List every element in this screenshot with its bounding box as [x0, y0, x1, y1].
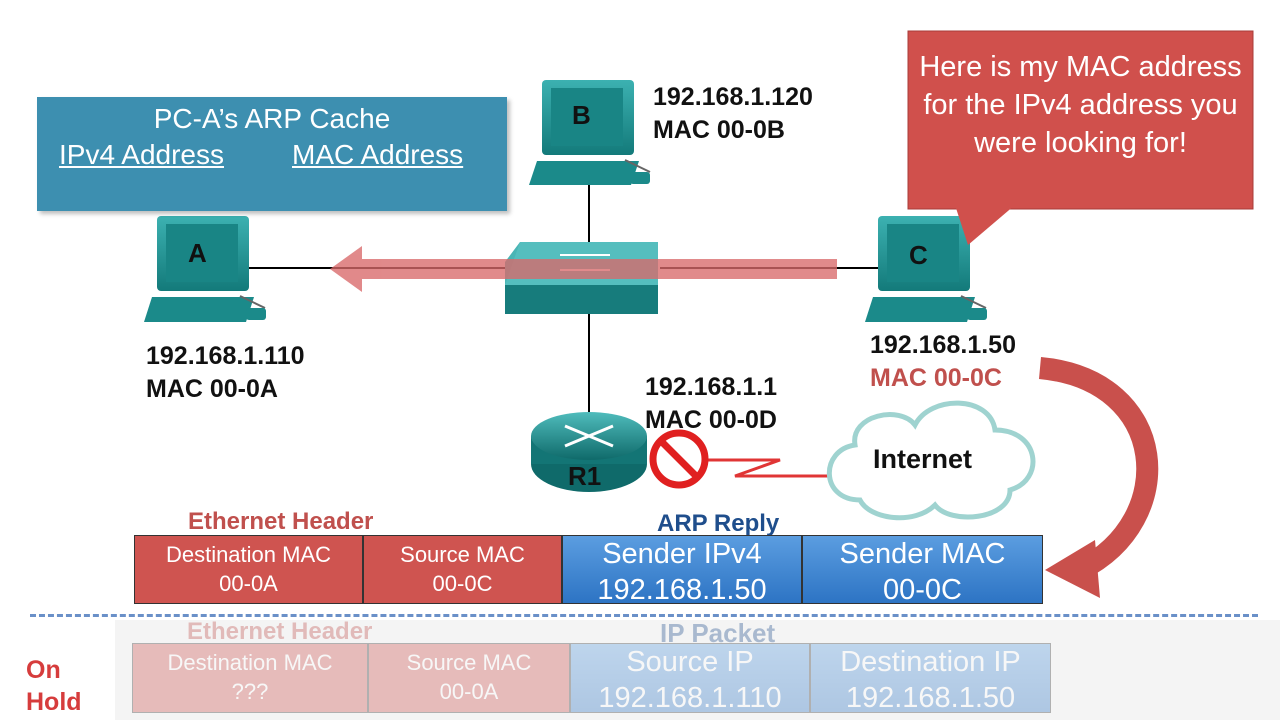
- frame-sender-mac-cell: Sender MAC 00-0C: [802, 535, 1043, 606]
- hold-src-mac-cell: Source MAC 00-0A: [368, 643, 570, 713]
- arp-cache-col-mac: MAC Address: [292, 139, 464, 170]
- internet-label: Internet: [873, 444, 973, 474]
- pc-c-icon: [865, 216, 987, 322]
- frame-src-mac-value: 00-0C: [432, 571, 493, 596]
- hold-src-ip-label: Source IP: [626, 646, 754, 678]
- serial-link: [700, 458, 830, 478]
- arp-cache-box: PC-A’s ARP Cache IPv4 Address MAC Addres…: [37, 97, 507, 211]
- frame-sender-mac-value: 00-0C: [883, 574, 962, 606]
- eth-header-title: Ethernet Header: [188, 508, 374, 535]
- frame-dest-mac-value: 00-0A: [219, 571, 278, 596]
- frame-sender-ipv4-value: 192.168.1.50: [597, 574, 767, 606]
- callout-text: Here is my MAC address for the IPv4 addr…: [919, 51, 1242, 159]
- arp-reply-arrow: [330, 246, 837, 292]
- hold-ip-packet-title: IP Packet: [660, 618, 776, 648]
- pc-b-ip: 192.168.1.120: [653, 83, 813, 111]
- hold-dst-ip-label: Destination IP: [840, 646, 1021, 678]
- on-hold-line1: On: [26, 656, 61, 684]
- hold-src-ip-value: 192.168.1.110: [598, 682, 782, 714]
- hold-src-ip-cell: Source IP 192.168.1.110: [570, 643, 810, 714]
- separator-dashed: [30, 614, 1258, 617]
- pc-a-mac: MAC 00-0A: [146, 375, 278, 403]
- hold-src-mac-value: 00-0A: [439, 679, 499, 704]
- frame-src-mac-label: Source MAC: [400, 542, 525, 567]
- frame-dest-mac-cell: Destination MAC 00-0A: [134, 535, 363, 604]
- hold-eth-header-title: Ethernet Header: [187, 618, 373, 645]
- hold-dest-mac-cell: Destination MAC ???: [132, 643, 368, 713]
- on-hold-backdrop: [115, 620, 1280, 720]
- pc-a-ip: 192.168.1.110: [146, 342, 305, 370]
- hold-dest-mac-value: ???: [231, 679, 269, 704]
- pc-a-icon: [144, 216, 266, 322]
- hold-dst-ip-cell: Destination IP 192.168.1.50: [810, 643, 1051, 714]
- hold-dest-mac-label: Destination MAC: [167, 650, 333, 675]
- router-r1-icon: [531, 412, 647, 492]
- frame-sender-mac-label: Sender MAC: [839, 538, 1006, 570]
- frame-sender-ipv4-cell: Sender IPv4 192.168.1.50: [562, 535, 802, 606]
- router-ip: 192.168.1.1: [645, 373, 778, 401]
- frame-src-mac-cell: Source MAC 00-0C: [363, 535, 562, 604]
- pc-b-icon: [529, 80, 651, 185]
- arp-cache-title: PC-A’s ARP Cache: [153, 103, 391, 134]
- hold-dst-ip-value: 192.168.1.50: [845, 682, 1016, 714]
- pc-b-mac: MAC 00-0B: [653, 116, 785, 144]
- pc-c-ip: 192.168.1.50: [870, 331, 1016, 359]
- router-mac: MAC 00-0D: [645, 406, 777, 434]
- blocked-icon: [649, 429, 709, 489]
- pc-a-label: A: [188, 238, 207, 268]
- arp-reply-title: ARP Reply: [657, 510, 780, 537]
- hold-src-mac-label: Source MAC: [406, 650, 532, 675]
- internet-cloud-icon: [826, 400, 1036, 521]
- on-hold-label: On Hold: [26, 654, 82, 718]
- frame-sender-ipv4-label: Sender IPv4: [602, 538, 762, 570]
- frame-dest-mac-label: Destination MAC: [165, 542, 332, 567]
- on-hold-line2: Hold: [26, 688, 82, 716]
- arp-cache-col-ipv4: IPv4 Address: [59, 139, 224, 170]
- callout-bubble: [907, 30, 1254, 245]
- router-label: R1: [568, 461, 602, 491]
- curved-arrow-to-frame: [1038, 357, 1159, 580]
- pc-c-label: C: [909, 240, 928, 270]
- pc-b-label: B: [572, 100, 591, 130]
- pc-c-mac: MAC 00-0C: [870, 364, 1002, 392]
